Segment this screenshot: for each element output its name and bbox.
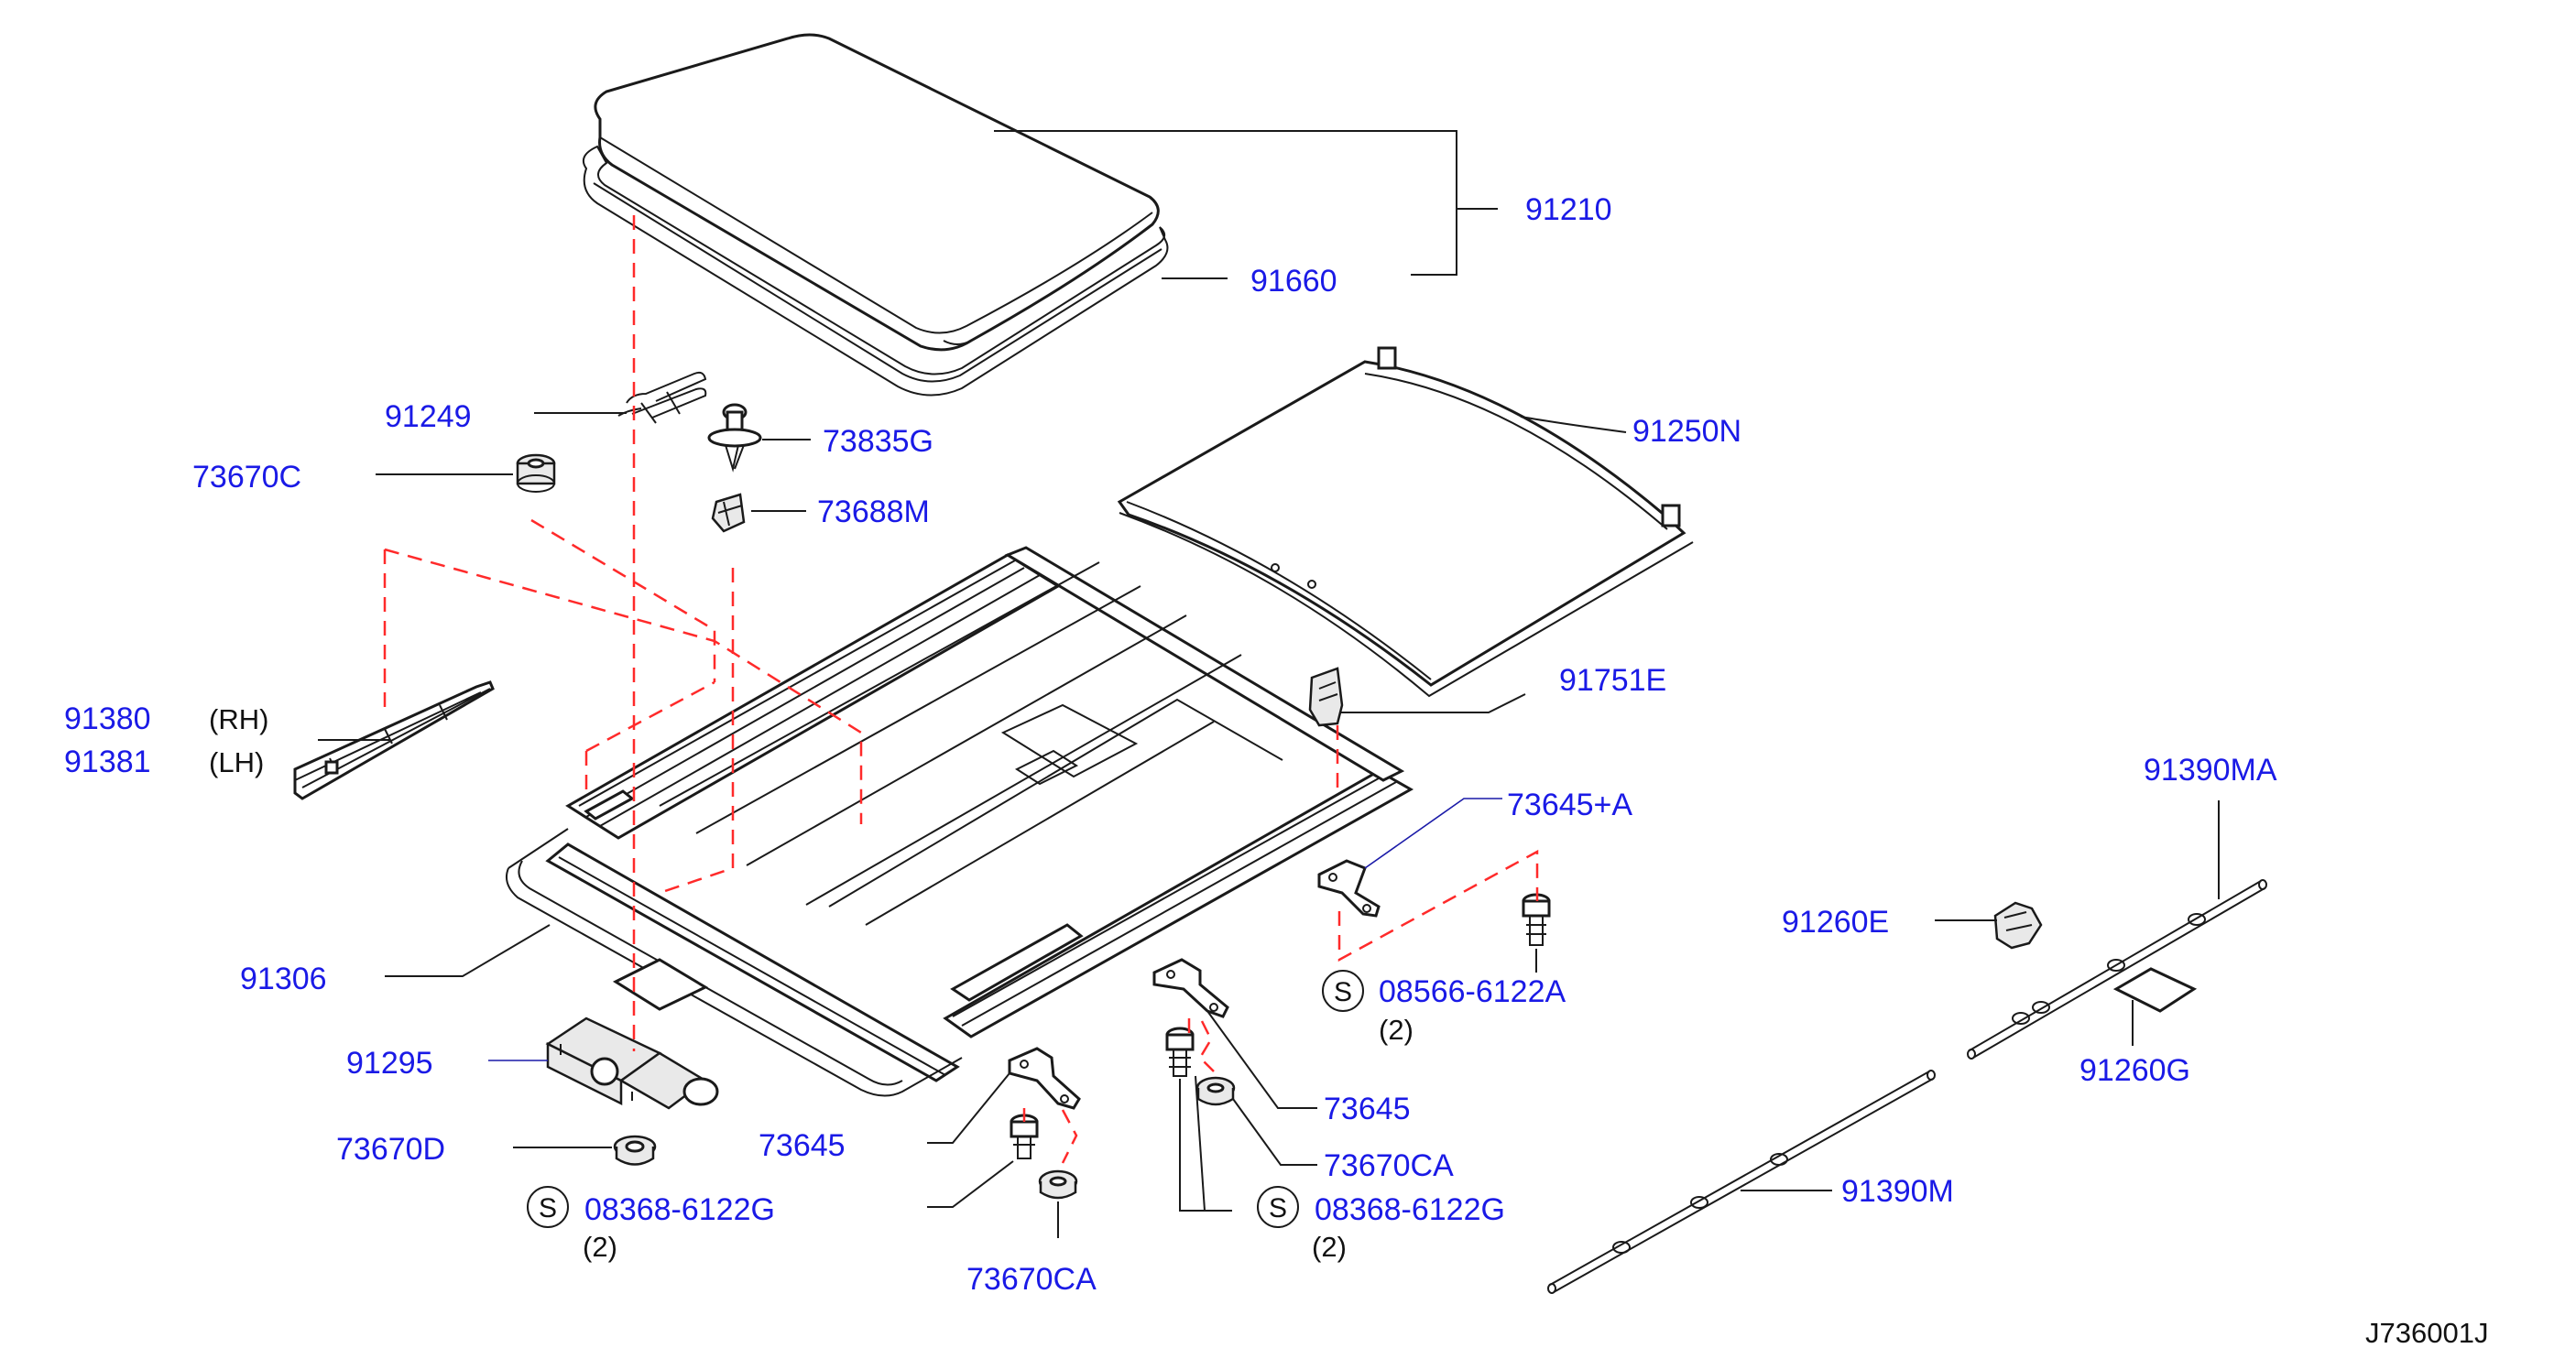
qty-08368-right: (2) — [1312, 1231, 1347, 1263]
nut-73670CA-left — [1038, 1169, 1078, 1200]
leader-91210 — [994, 130, 1498, 276]
label-91306[interactable]: 91306 — [240, 962, 327, 996]
leader-91751E — [1339, 693, 1526, 713]
label-91249[interactable]: 91249 — [385, 399, 472, 434]
leader-73645-plus-A — [1364, 798, 1502, 869]
label-73670C[interactable]: 73670C — [192, 460, 301, 495]
leader-91306 — [385, 924, 551, 977]
leader-91250N — [1520, 416, 1627, 433]
diagram-id: J736001J — [2365, 1317, 2488, 1349]
hose-clip-91260E — [1993, 901, 2043, 950]
label-73670CA-right[interactable]: 73670CA — [1324, 1148, 1454, 1183]
label-73688M[interactable]: 73688M — [817, 495, 930, 529]
nut-73670CA-right — [1195, 1076, 1236, 1106]
clip-73688M — [711, 493, 746, 533]
label-91390M[interactable]: 91390M — [1841, 1174, 1954, 1209]
label-91381[interactable]: 91381 — [64, 745, 151, 779]
drain-hose-91390M — [1547, 1070, 1936, 1294]
leader-73645-left — [927, 1072, 1010, 1144]
bracket-73645-right — [1152, 958, 1229, 1018]
s-symbol: S — [1334, 977, 1352, 1007]
s-symbol: S — [1269, 1193, 1287, 1223]
spring-clip-91249 — [617, 371, 707, 424]
label-73835G[interactable]: 73835G — [823, 424, 933, 459]
label-08368-6122G-left[interactable]: 08368-6122G — [584, 1192, 775, 1227]
label-91295[interactable]: 91295 — [346, 1046, 433, 1081]
label-91390MA[interactable]: 91390MA — [2144, 753, 2277, 788]
sunshade-panel — [1117, 346, 1694, 698]
label-73645-right[interactable]: 73645 — [1324, 1092, 1411, 1126]
s-badge-08368-right: S — [1257, 1186, 1299, 1228]
sunroof-frame-assembly — [506, 546, 1414, 1097]
bracket-73645-plus-A — [1317, 859, 1381, 918]
sunroof-glass-lid — [594, 33, 1160, 352]
label-91260G[interactable]: 91260G — [2079, 1053, 2190, 1088]
leader-08368-left-bolt — [927, 1160, 1014, 1208]
bolt-08368-right — [1165, 1027, 1195, 1077]
qty-08566: (2) — [1379, 1014, 1414, 1046]
label-91660[interactable]: 91660 — [1250, 264, 1337, 299]
s-symbol: S — [539, 1193, 557, 1223]
label-91751E[interactable]: 91751E — [1559, 663, 1666, 698]
nut-73670C — [516, 453, 556, 493]
qty-08368-left: (2) — [583, 1231, 617, 1263]
alignment-guides — [383, 215, 1539, 1164]
label-91250N[interactable]: 91250N — [1632, 414, 1741, 449]
s-badge-08368-left: S — [527, 1186, 569, 1228]
leader-08368-right — [1179, 1079, 1232, 1212]
label-73645-plus-A[interactable]: 73645+A — [1507, 788, 1632, 822]
label-91380-side: (RH) — [209, 703, 268, 735]
clip-91751E — [1308, 667, 1344, 727]
leader-73670CA-right — [1232, 1098, 1317, 1166]
label-91380[interactable]: 91380 — [64, 701, 151, 736]
drain-hose-91390MA — [1967, 879, 2267, 1060]
label-73670CA-left[interactable]: 73670CA — [966, 1262, 1097, 1297]
leader-73645-right — [1206, 1010, 1317, 1109]
motor-assembly-91295 — [545, 958, 719, 1110]
drain-guide-91380-91381 — [293, 680, 495, 800]
push-clip-73835G — [707, 403, 762, 473]
bolt-08566-6122A — [1522, 893, 1551, 946]
pad-91260G — [2112, 967, 2198, 1013]
lid-weatherstrip-seal — [583, 145, 1169, 397]
nut-73670D — [613, 1135, 657, 1166]
s-badge-08566: S — [1322, 970, 1364, 1012]
label-08368-6122G-right[interactable]: 08368-6122G — [1315, 1192, 1505, 1227]
label-73645-left[interactable]: 73645 — [759, 1128, 846, 1163]
bracket-73645-left — [1008, 1047, 1081, 1110]
label-08566-6122A[interactable]: 08566-6122A — [1379, 974, 1566, 1009]
label-91210[interactable]: 91210 — [1525, 192, 1612, 227]
bolt-08368-left — [1010, 1114, 1039, 1159]
label-91381-side: (LH) — [209, 746, 264, 778]
label-73670D[interactable]: 73670D — [336, 1132, 445, 1167]
label-91260E[interactable]: 91260E — [1782, 905, 1889, 940]
